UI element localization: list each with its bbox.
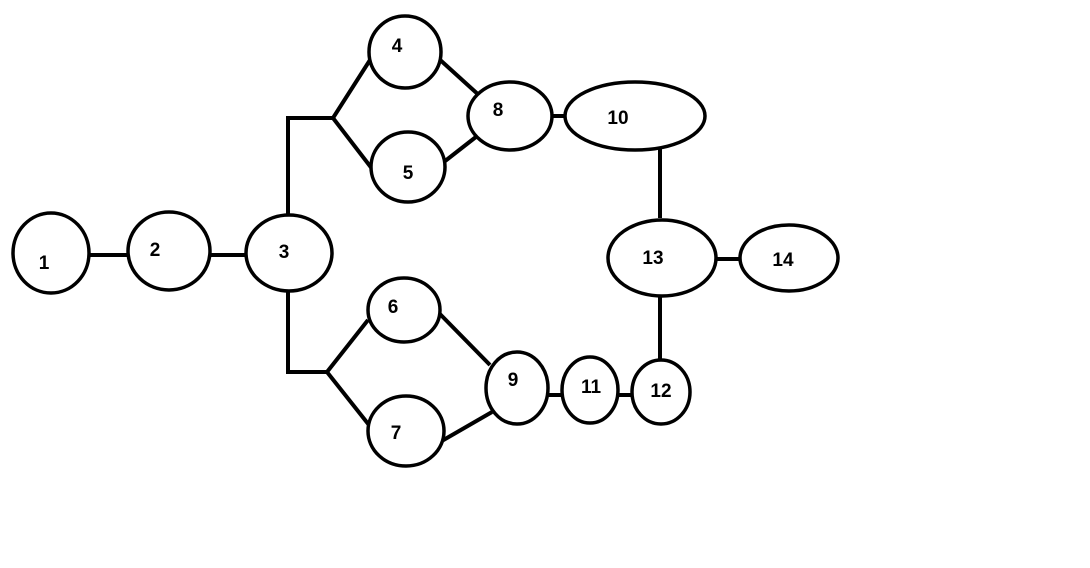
node-6: 6	[366, 276, 442, 344]
node-3: 3	[244, 213, 334, 293]
node-13: 13	[606, 218, 718, 298]
node-14: 14	[738, 223, 840, 293]
node-3-label: 3	[279, 242, 290, 263]
edge-7-9	[439, 410, 493, 444]
node-10: 10	[563, 80, 707, 152]
node-11-ellipse	[560, 355, 620, 425]
nodes: 1 2 3 4 5 6 7 8	[11, 14, 840, 468]
edges	[90, 56, 740, 444]
edge-3-6	[286, 290, 370, 374]
node-2-label: 2	[150, 240, 161, 261]
node-7-label: 7	[391, 423, 402, 444]
node-14-ellipse	[738, 223, 840, 293]
node-12-label: 12	[650, 381, 671, 402]
node-13-label: 13	[642, 248, 663, 269]
node-1-label: 1	[39, 253, 50, 274]
node-6-ellipse	[366, 276, 442, 344]
node-6-label: 6	[388, 297, 399, 318]
node-2: 2	[126, 210, 212, 292]
node-5: 5	[369, 130, 447, 204]
node-9-ellipse	[484, 350, 550, 426]
node-12: 12	[630, 358, 692, 426]
node-13-ellipse	[606, 218, 718, 298]
node-8: 8	[466, 80, 554, 152]
node-7-ellipse	[366, 394, 446, 468]
edge-4-8	[436, 56, 483, 99]
edge-5-8	[438, 131, 483, 167]
node-8-ellipse	[466, 80, 554, 152]
node-11: 11	[560, 355, 620, 425]
node-5-ellipse	[369, 130, 447, 204]
edge-3-7	[325, 370, 371, 427]
edge-6-9	[434, 308, 492, 367]
node-1: 1	[11, 211, 91, 295]
node-3-ellipse	[244, 213, 334, 293]
edge-3-5	[331, 116, 375, 172]
node-2-ellipse	[126, 210, 212, 292]
node-9-label: 9	[508, 370, 519, 391]
node-10-label: 10	[607, 108, 628, 129]
node-4-ellipse	[367, 14, 443, 90]
node-5-label: 5	[403, 163, 414, 184]
node-8-label: 8	[493, 100, 504, 121]
node-1-ellipse	[11, 211, 91, 295]
node-4-label: 4	[392, 36, 403, 57]
node-9: 9	[484, 350, 550, 426]
node-10-ellipse	[563, 80, 707, 152]
node-4: 4	[367, 14, 443, 90]
node-11-label: 11	[581, 377, 602, 398]
edge-3-4	[286, 58, 372, 216]
node-7: 7	[366, 394, 446, 468]
node-14-label: 14	[772, 250, 794, 271]
node-12-ellipse	[630, 358, 692, 426]
